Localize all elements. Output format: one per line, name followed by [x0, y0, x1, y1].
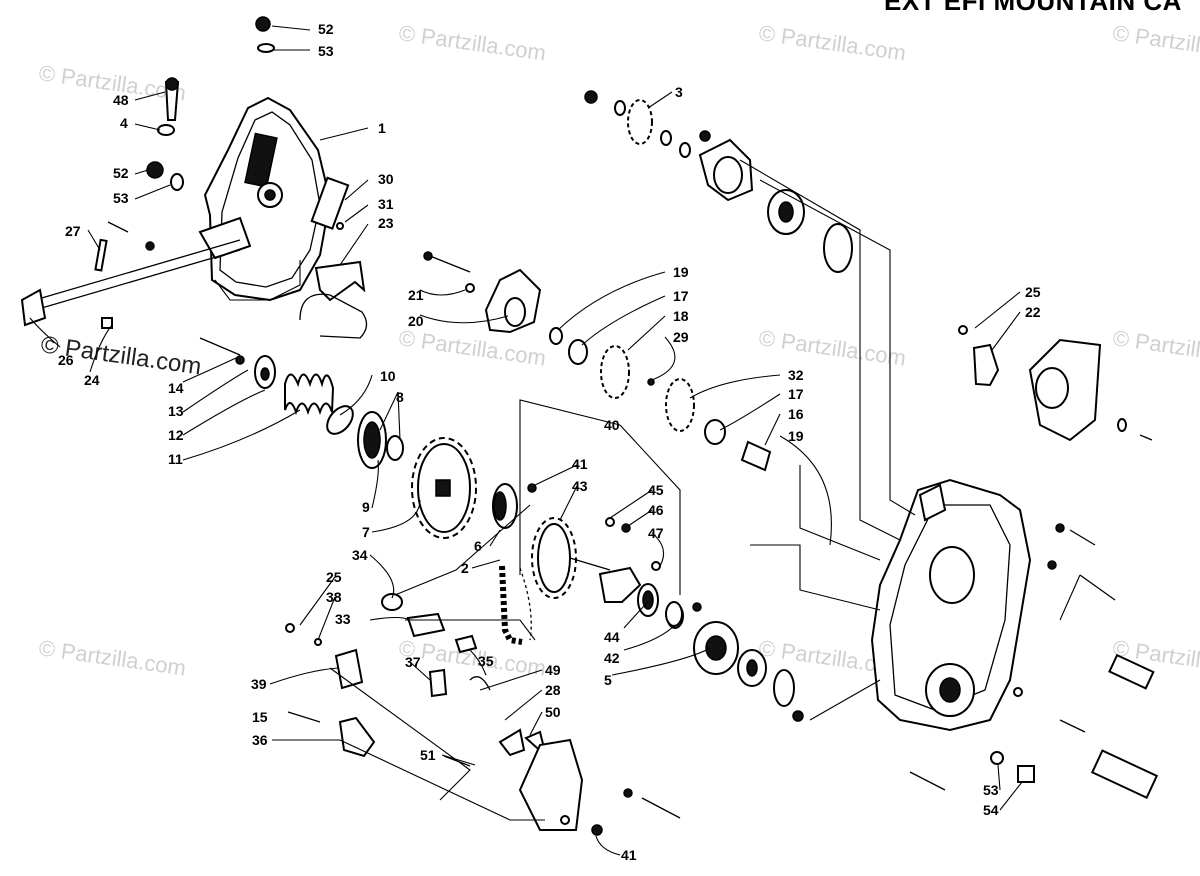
label-40: 40: [604, 417, 620, 433]
part-labels: 52 53 48 4 1 52 53 30 31 23 27 26 24 14 …: [58, 21, 1041, 863]
label-27: 27: [65, 223, 81, 239]
shift-rod: [20, 238, 241, 327]
label-47: 47: [648, 525, 664, 541]
label-21: 21: [408, 287, 424, 303]
right-upper-bracket: [958, 325, 1153, 442]
label-53-left: 53: [113, 190, 129, 206]
label-18: 18: [673, 308, 689, 324]
label-53-top: 53: [318, 43, 334, 59]
label-12: 12: [168, 427, 184, 443]
label-30: 30: [378, 171, 394, 187]
label-42: 42: [604, 650, 620, 666]
label-13: 13: [168, 403, 184, 419]
watermark-6: © Partzilla.com: [757, 325, 907, 370]
label-51: 51: [420, 747, 436, 763]
label-31: 31: [378, 196, 394, 212]
label-3: 3: [675, 84, 683, 100]
label-50: 50: [545, 704, 561, 720]
label-28: 28: [545, 682, 561, 698]
watermark-5: © Partzilla.com: [397, 325, 547, 370]
right-hardware: [792, 523, 1159, 799]
jackshaft-parts: [423, 251, 772, 472]
label-2: 2: [461, 560, 469, 576]
label-29: 29: [673, 329, 689, 345]
label-5: 5: [604, 672, 612, 688]
label-20: 20: [408, 313, 424, 329]
label-15: 15: [252, 709, 268, 725]
label-14: 14: [168, 380, 184, 396]
label-53-bottom: 53: [983, 782, 999, 798]
drive-chain: [499, 565, 532, 645]
label-22: 22: [1025, 304, 1041, 320]
label-35: 35: [478, 653, 494, 669]
label-16: 16: [788, 406, 804, 422]
label-37: 37: [405, 654, 421, 670]
diagram-title: EXT EFI MOUNTAIN CA: [884, 0, 1182, 16]
label-9: 9: [362, 499, 370, 515]
label-32: 32: [788, 367, 804, 383]
label-43: 43: [572, 478, 588, 494]
label-24: 24: [84, 372, 100, 388]
label-36: 36: [252, 732, 268, 748]
label-10: 10: [380, 368, 396, 384]
label-8: 8: [396, 389, 404, 405]
label-25-left: 25: [326, 569, 342, 585]
label-54: 54: [983, 802, 999, 818]
watermark-3: © Partzilla.com: [757, 20, 907, 65]
lower-linkage: [285, 593, 681, 836]
upper-shaft-parts: [584, 90, 853, 273]
chaincase-housing: [870, 478, 1032, 732]
label-1: 1: [378, 120, 386, 136]
label-38: 38: [326, 589, 342, 605]
label-17-top: 17: [673, 288, 689, 304]
spring-assembly: [199, 337, 404, 469]
label-41-bottom: 41: [621, 847, 637, 863]
label-49: 49: [545, 662, 561, 678]
label-33: 33: [335, 611, 351, 627]
large-sprocket: [411, 437, 518, 539]
label-45: 45: [648, 482, 664, 498]
label-19-mid: 19: [788, 428, 804, 444]
label-52-top: 52: [318, 21, 334, 37]
label-4: 4: [120, 115, 128, 131]
leader-lines: [29, 25, 1081, 856]
small-hardware-top-left: [101, 16, 368, 339]
label-17-mid: 17: [788, 386, 804, 402]
watermark-4: © Partzilla.com: [1111, 20, 1200, 65]
label-34: 34: [352, 547, 368, 563]
label-46: 46: [648, 502, 664, 518]
watermark-7: © Partzilla.com: [1111, 325, 1200, 370]
lower-sprocket-assembly: [527, 483, 684, 629]
label-52-left: 52: [113, 165, 129, 181]
label-6: 6: [474, 538, 482, 554]
watermark-2: © Partzilla.com: [397, 20, 547, 65]
watermark-8: © Partzilla.com: [37, 635, 187, 680]
label-23: 23: [378, 215, 394, 231]
bearing-flange: [665, 601, 795, 707]
label-41-mid: 41: [572, 456, 588, 472]
label-44: 44: [604, 629, 620, 645]
label-19-top: 19: [673, 264, 689, 280]
label-11: 11: [168, 451, 183, 467]
label-25-right: 25: [1025, 284, 1041, 300]
label-39: 39: [251, 676, 267, 692]
chaincase-cover: [198, 96, 332, 302]
label-26: 26: [58, 352, 74, 368]
label-48: 48: [113, 92, 129, 108]
label-7: 7: [362, 524, 370, 540]
